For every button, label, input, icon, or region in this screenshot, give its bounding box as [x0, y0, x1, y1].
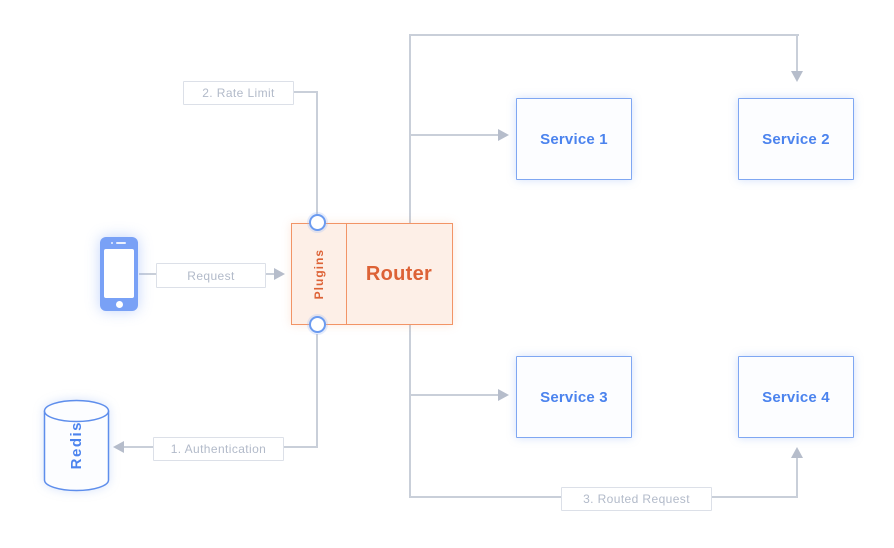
plugin-port-top-icon: [309, 214, 326, 231]
connector-line-routed-left: [409, 496, 561, 498]
router-node: Plugins Router: [291, 223, 453, 325]
routed-request-edge-label: 3. Routed Request: [561, 487, 712, 511]
arrowhead-to-service3: [498, 389, 509, 401]
redis-node: Redis: [43, 398, 110, 493]
authentication-text: 1. Authentication: [170, 442, 267, 456]
connector-line-to-redis: [124, 446, 153, 448]
service-label: Service 4: [762, 388, 830, 406]
connector-line-request-router: [264, 273, 275, 275]
authentication-edge-label: 1. Authentication: [153, 437, 284, 461]
connector-line-ratelimit-v: [316, 91, 318, 215]
connector-line-top: [409, 34, 799, 36]
plugins-label: Plugins: [312, 248, 326, 300]
plugins-panel: Plugins: [292, 224, 347, 324]
connector-line-auth-h: [282, 446, 318, 448]
routed-request-text: 3. Routed Request: [583, 492, 690, 506]
request-edge-label: Request: [156, 263, 266, 288]
plugin-port-bottom-icon: [309, 316, 326, 333]
request-text: Request: [187, 268, 235, 283]
connector-line-auth-v: [316, 334, 318, 448]
arrowhead-to-service2: [791, 71, 803, 82]
redis-label: Redis: [68, 421, 85, 470]
connector-line-service3: [410, 394, 498, 396]
service-node-3: Service 3: [516, 356, 632, 438]
connector-line-phone-request: [139, 273, 156, 275]
rate-limit-edge-label: 2. Rate Limit: [183, 81, 294, 105]
phone-screen: [104, 249, 134, 298]
phone-camera-dot: [111, 242, 113, 244]
connector-line-service2-drop: [796, 34, 798, 72]
connector-line-service1: [410, 134, 498, 136]
arrowhead-to-redis: [113, 441, 124, 453]
router-label: Router: [365, 262, 433, 285]
connector-line-ratelimit-h: [292, 91, 318, 93]
connector-line-service4-rise: [796, 458, 798, 498]
service-node-1: Service 1: [516, 98, 632, 180]
arrowhead-to-service1: [498, 129, 509, 141]
service-node-4: Service 4: [738, 356, 854, 438]
database-cylinder-icon: [43, 398, 110, 493]
service-label: Service 3: [540, 388, 608, 406]
arrowhead-to-service4: [791, 447, 803, 458]
service-node-2: Service 2: [738, 98, 854, 180]
connector-line-routed-right: [710, 496, 798, 498]
service-label: Service 1: [540, 130, 608, 148]
arrowhead-to-router: [274, 268, 285, 280]
phone-home-button: [115, 301, 123, 308]
client-phone-icon: [100, 237, 138, 311]
rate-limit-text: 2. Rate Limit: [202, 86, 275, 100]
phone-speaker: [116, 242, 126, 244]
service-label: Service 2: [762, 130, 830, 148]
